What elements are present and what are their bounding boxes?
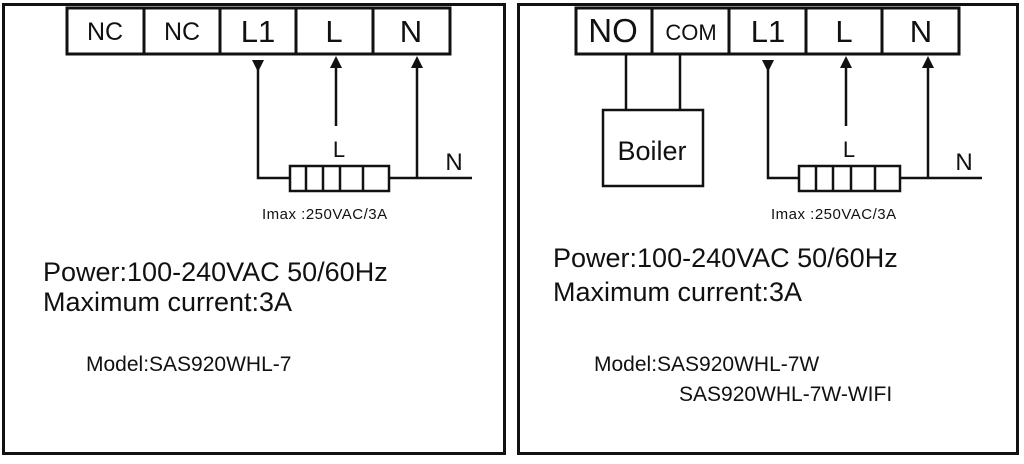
terminal-com-label: COM [665, 20, 716, 45]
imax-rating-left: Imax :250VAC/3A [262, 206, 388, 223]
wires-left [256, 62, 472, 180]
wires-right [624, 54, 982, 180]
arrow-up-icon [330, 56, 342, 68]
power-spec-right: Power:100-240VAC 50/60Hz [553, 243, 898, 273]
wiring-panel-right [517, 3, 1019, 455]
wire-l1-to-load [256, 62, 290, 180]
terminal-block-left [65, 6, 452, 56]
neutral-n-label: N [955, 149, 972, 176]
terminal-strip-frame [65, 6, 452, 56]
arrow-down-icon [762, 60, 774, 72]
terminal-n-label: N [400, 14, 422, 49]
terminal-nc-1-label: NC [87, 18, 123, 46]
terminal-l1-label: L1 [751, 14, 785, 49]
model-left: Model:SAS920WHL-7 [86, 353, 292, 376]
boiler-label: Boiler [617, 136, 686, 166]
load-l-label: L [843, 137, 855, 162]
arrow-up-icon [411, 56, 423, 68]
terminal-l-label: L [325, 14, 342, 49]
arrow-up-icon [922, 56, 934, 68]
arrow-up-icon [840, 56, 852, 68]
max-current-right: Maximum current:3A [553, 277, 803, 307]
neutral-n-label: N [445, 149, 462, 176]
wiring-panel-left [2, 3, 506, 455]
terminal-l1-label: L1 [241, 14, 275, 49]
terminal-n-label: N [910, 14, 932, 49]
boiler-box [601, 108, 705, 188]
load-element-right [797, 164, 902, 193]
wire-l1-to-load [766, 62, 799, 180]
arrow-down-icon [252, 60, 264, 72]
terminal-l-label: L [835, 14, 852, 49]
terminal-strip-frame [574, 6, 961, 56]
terminal-nc-2-label: NC [164, 18, 200, 46]
terminal-no-label: NO [588, 12, 638, 49]
terminal-block-right [574, 6, 961, 56]
max-current-left: Maximum current:3A [43, 287, 293, 317]
imax-rating-right: Imax :250VAC/3A [771, 206, 897, 223]
model-right-line1: Model:SAS920WHL-7W [594, 353, 820, 376]
load-l-label: L [333, 137, 345, 162]
load-element-left [288, 164, 391, 193]
model-right-line2: SAS920WHL-7W-WIFI [679, 383, 893, 406]
power-spec-left: Power:100-240VAC 50/60Hz [43, 257, 388, 287]
